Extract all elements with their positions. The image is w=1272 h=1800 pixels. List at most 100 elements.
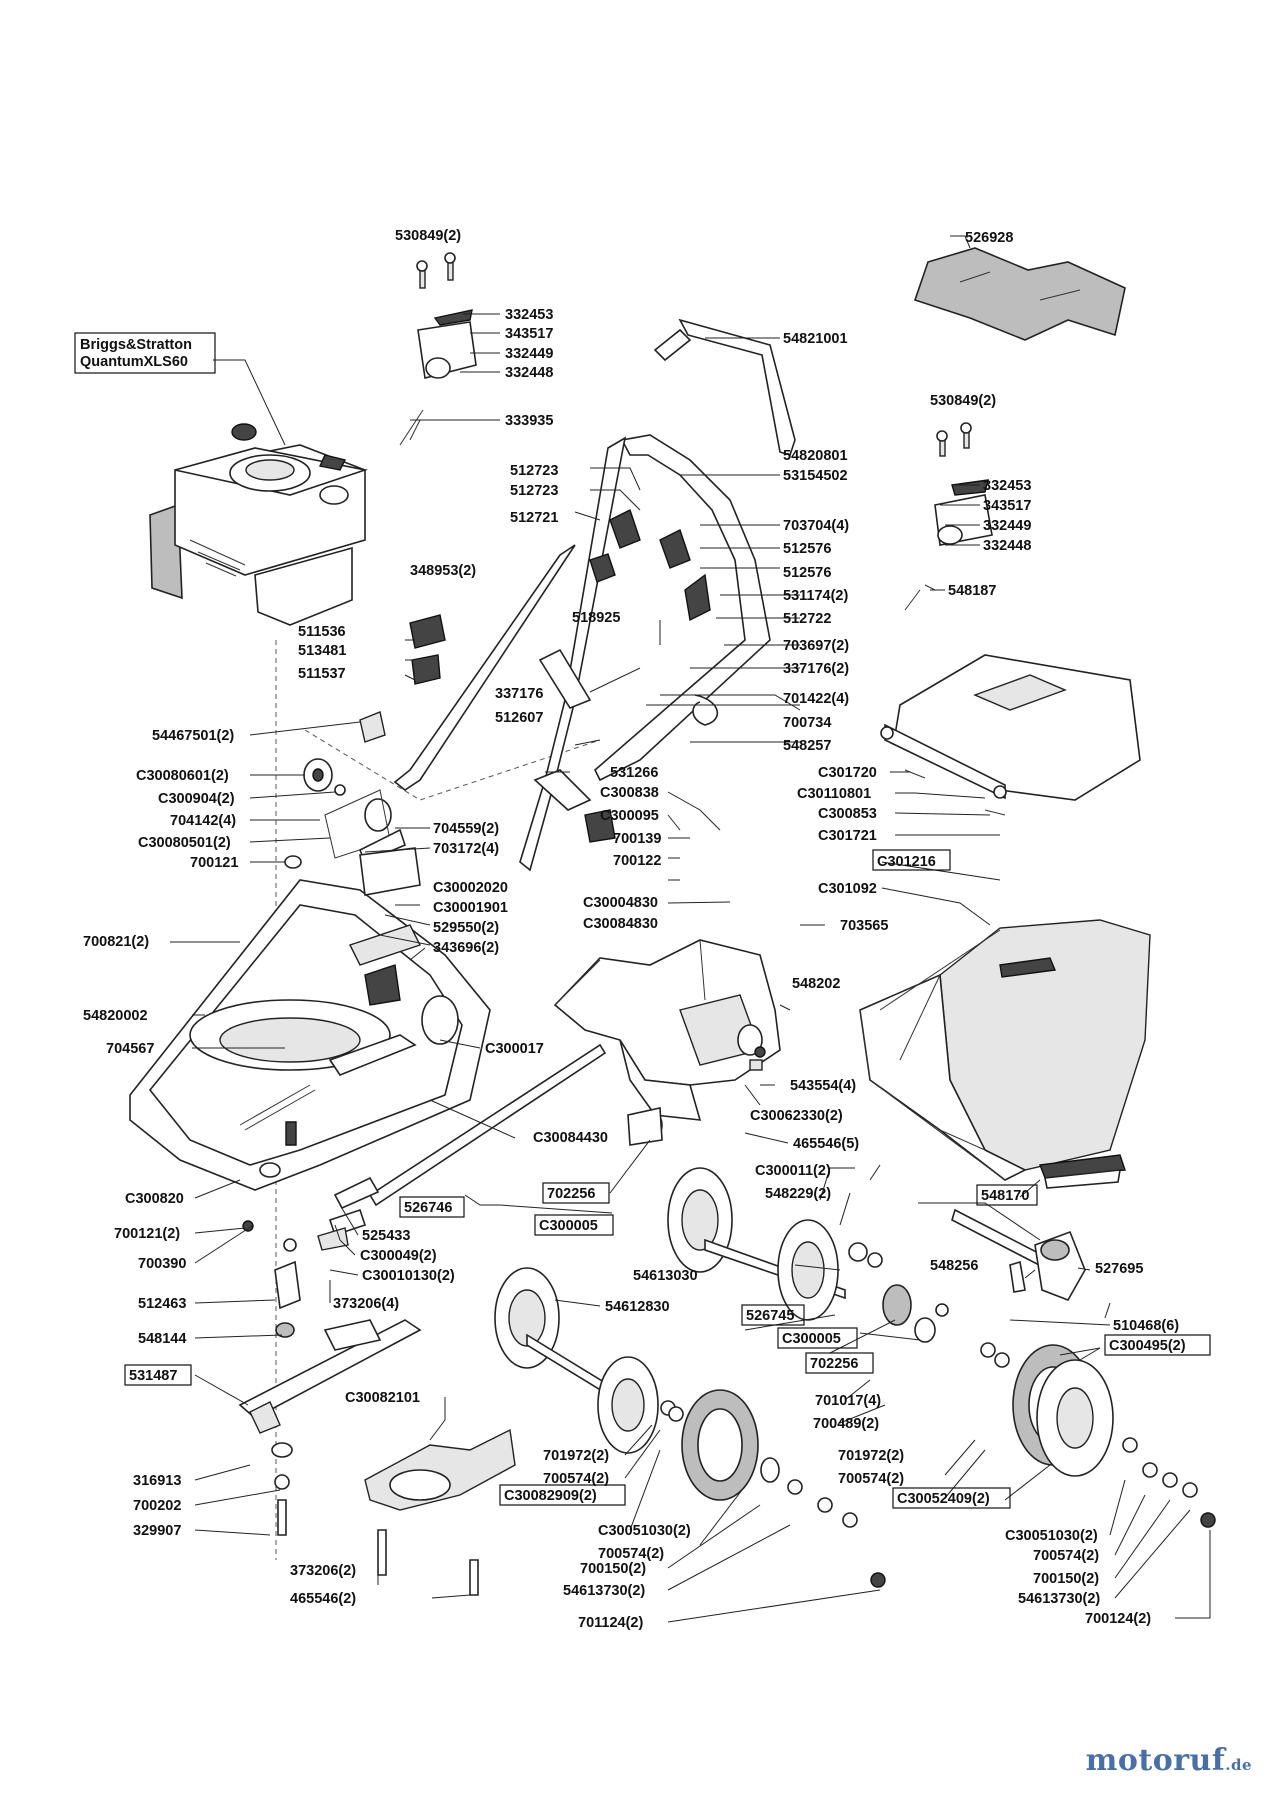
- part-label: 512576: [783, 541, 831, 557]
- part-label: 332449: [983, 518, 1031, 534]
- part-label: 543554(4): [790, 1078, 856, 1094]
- part-label: 343517: [983, 498, 1031, 514]
- part-label: 512722: [783, 611, 831, 627]
- part-label: C301092: [818, 881, 877, 897]
- part-label: C300853: [818, 806, 877, 822]
- part-label: 700734: [783, 715, 831, 731]
- part-label: 703697(2): [783, 638, 849, 654]
- part-label: 703704(4): [783, 518, 849, 534]
- part-label: 54467501(2): [152, 728, 234, 744]
- watermark-logo[interactable]: motoruf.de: [1086, 1743, 1252, 1778]
- part-label: C30080601(2): [136, 768, 229, 784]
- handle-drawing: [393, 318, 796, 872]
- part-label: 526928: [965, 230, 1013, 246]
- gearbox-drawing: [951, 1154, 1126, 1301]
- part-label: 332453: [505, 307, 553, 323]
- engine-label-box: [74, 332, 216, 374]
- part-label: C30080501(2): [138, 835, 231, 851]
- part-label: 333935: [505, 413, 553, 429]
- part-label: 465546(5): [793, 1136, 859, 1152]
- part-label: 348953(2): [410, 563, 476, 579]
- part-label: 701972(2): [543, 1448, 609, 1464]
- boxed-part-label: C301216: [877, 854, 936, 870]
- part-label: 704559(2): [433, 821, 499, 837]
- part-label: 530849(2): [930, 393, 996, 409]
- part-label: 701124(2): [578, 1615, 643, 1631]
- part-label: C30010130(2): [362, 1268, 455, 1284]
- part-label: 700150(2): [580, 1561, 646, 1577]
- part-label: 512721: [510, 510, 558, 526]
- part-label: 701422(4): [783, 691, 849, 707]
- part-label: 531266: [610, 765, 658, 781]
- wheels-drawing: [494, 1107, 1216, 1588]
- part-label: 512723: [510, 463, 558, 479]
- part-label: 701972(2): [838, 1448, 904, 1464]
- part-label: 316913: [133, 1473, 181, 1489]
- boxed-part-label: C300005: [782, 1331, 841, 1347]
- part-label: 53154502: [783, 468, 848, 484]
- right-lever-assembly-drawing: [904, 422, 993, 611]
- part-label: C30051030(2): [1005, 1528, 1098, 1544]
- boxed-part-label: 548170: [981, 1188, 1029, 1204]
- part-label: 548229(2): [765, 1186, 831, 1202]
- part-label: 54613030: [633, 1268, 698, 1284]
- part-label: 700390: [138, 1256, 186, 1272]
- part-label: 332448: [983, 538, 1031, 554]
- part-label: 54820002: [83, 1008, 148, 1024]
- part-label: 700150(2): [1033, 1571, 1099, 1587]
- part-label: C30051030(2): [598, 1523, 691, 1539]
- part-label: 373206(4): [333, 1296, 399, 1312]
- part-label: C30082101: [345, 1390, 420, 1406]
- part-label: 332449: [505, 346, 553, 362]
- boxed-part-label: C300005: [539, 1218, 598, 1234]
- part-label: 700489(2): [813, 1416, 879, 1432]
- leader-lines: [170, 235, 1211, 1623]
- part-label: 548256: [930, 1258, 978, 1274]
- part-label: 465546(2): [290, 1591, 356, 1607]
- part-label: 337176: [495, 686, 543, 702]
- part-label: 700121: [190, 855, 238, 871]
- grass-bag-drawing: [859, 919, 1151, 1181]
- cable-pulley-drawing: [284, 614, 616, 869]
- part-label: 54820801: [783, 448, 848, 464]
- part-label: 700124(2): [1085, 1611, 1151, 1627]
- part-label: 548187: [948, 583, 996, 599]
- part-label: 510468(6): [1113, 1318, 1179, 1334]
- part-label: 512607: [495, 710, 543, 726]
- part-label: 512463: [138, 1296, 186, 1312]
- part-label: 704567: [106, 1041, 154, 1057]
- watermark-tld: .de: [1225, 1756, 1252, 1774]
- blade-drawing: [238, 1121, 516, 1596]
- part-label: C300011(2): [755, 1163, 831, 1179]
- part-label: 511536: [298, 624, 346, 640]
- part-label: 700574(2): [543, 1471, 609, 1487]
- part-label: 337176(2): [783, 661, 849, 677]
- engine-label-line-1: Briggs&Stratton: [80, 337, 192, 353]
- boxed-part-labels: C301216 702256 526746 C300005 548170 526…: [124, 849, 1211, 1509]
- part-label: C300095: [600, 808, 659, 824]
- part-label: 531174(2): [783, 588, 848, 604]
- part-label: 511537: [298, 666, 346, 682]
- part-label: 54612830: [605, 1299, 670, 1315]
- part-label: 518925: [572, 610, 620, 626]
- boxed-part-label: 526746: [404, 1200, 452, 1216]
- part-label: C30084830: [583, 916, 658, 932]
- part-label: 700574(2): [1033, 1548, 1099, 1564]
- part-label: 700574(2): [598, 1546, 664, 1562]
- part-label: C301720: [818, 765, 877, 781]
- part-label: 704142(4): [170, 813, 236, 829]
- part-label: 548202: [792, 976, 840, 992]
- part-label: 54613730(2): [563, 1583, 645, 1599]
- part-label: 54613730(2): [1018, 1591, 1100, 1607]
- part-label: C301721: [818, 828, 877, 844]
- parts-drawing: [129, 247, 1216, 1596]
- part-label: 700574(2): [838, 1471, 904, 1487]
- part-label: 329907: [133, 1523, 181, 1539]
- part-label: C300838: [600, 785, 659, 801]
- engine-label-line-2: QuantumXLS60: [80, 354, 188, 370]
- part-label: 548257: [783, 738, 831, 754]
- part-label: C300017: [485, 1041, 544, 1057]
- boxed-part-label: 526745: [746, 1308, 794, 1324]
- deck-drawing: [129, 847, 491, 1191]
